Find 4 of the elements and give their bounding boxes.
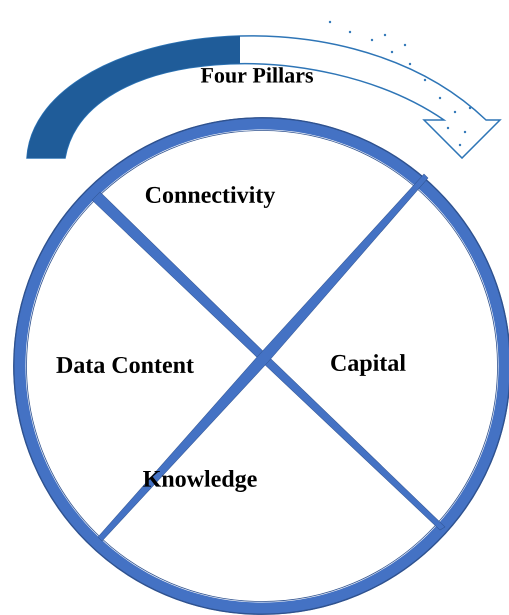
quadrant-label: Capital <box>331 354 406 376</box>
quadrant-label: Connectivity <box>146 186 276 208</box>
quadrant-label: Data Content <box>56 356 194 374</box>
title: Four Pillars <box>200 67 313 83</box>
